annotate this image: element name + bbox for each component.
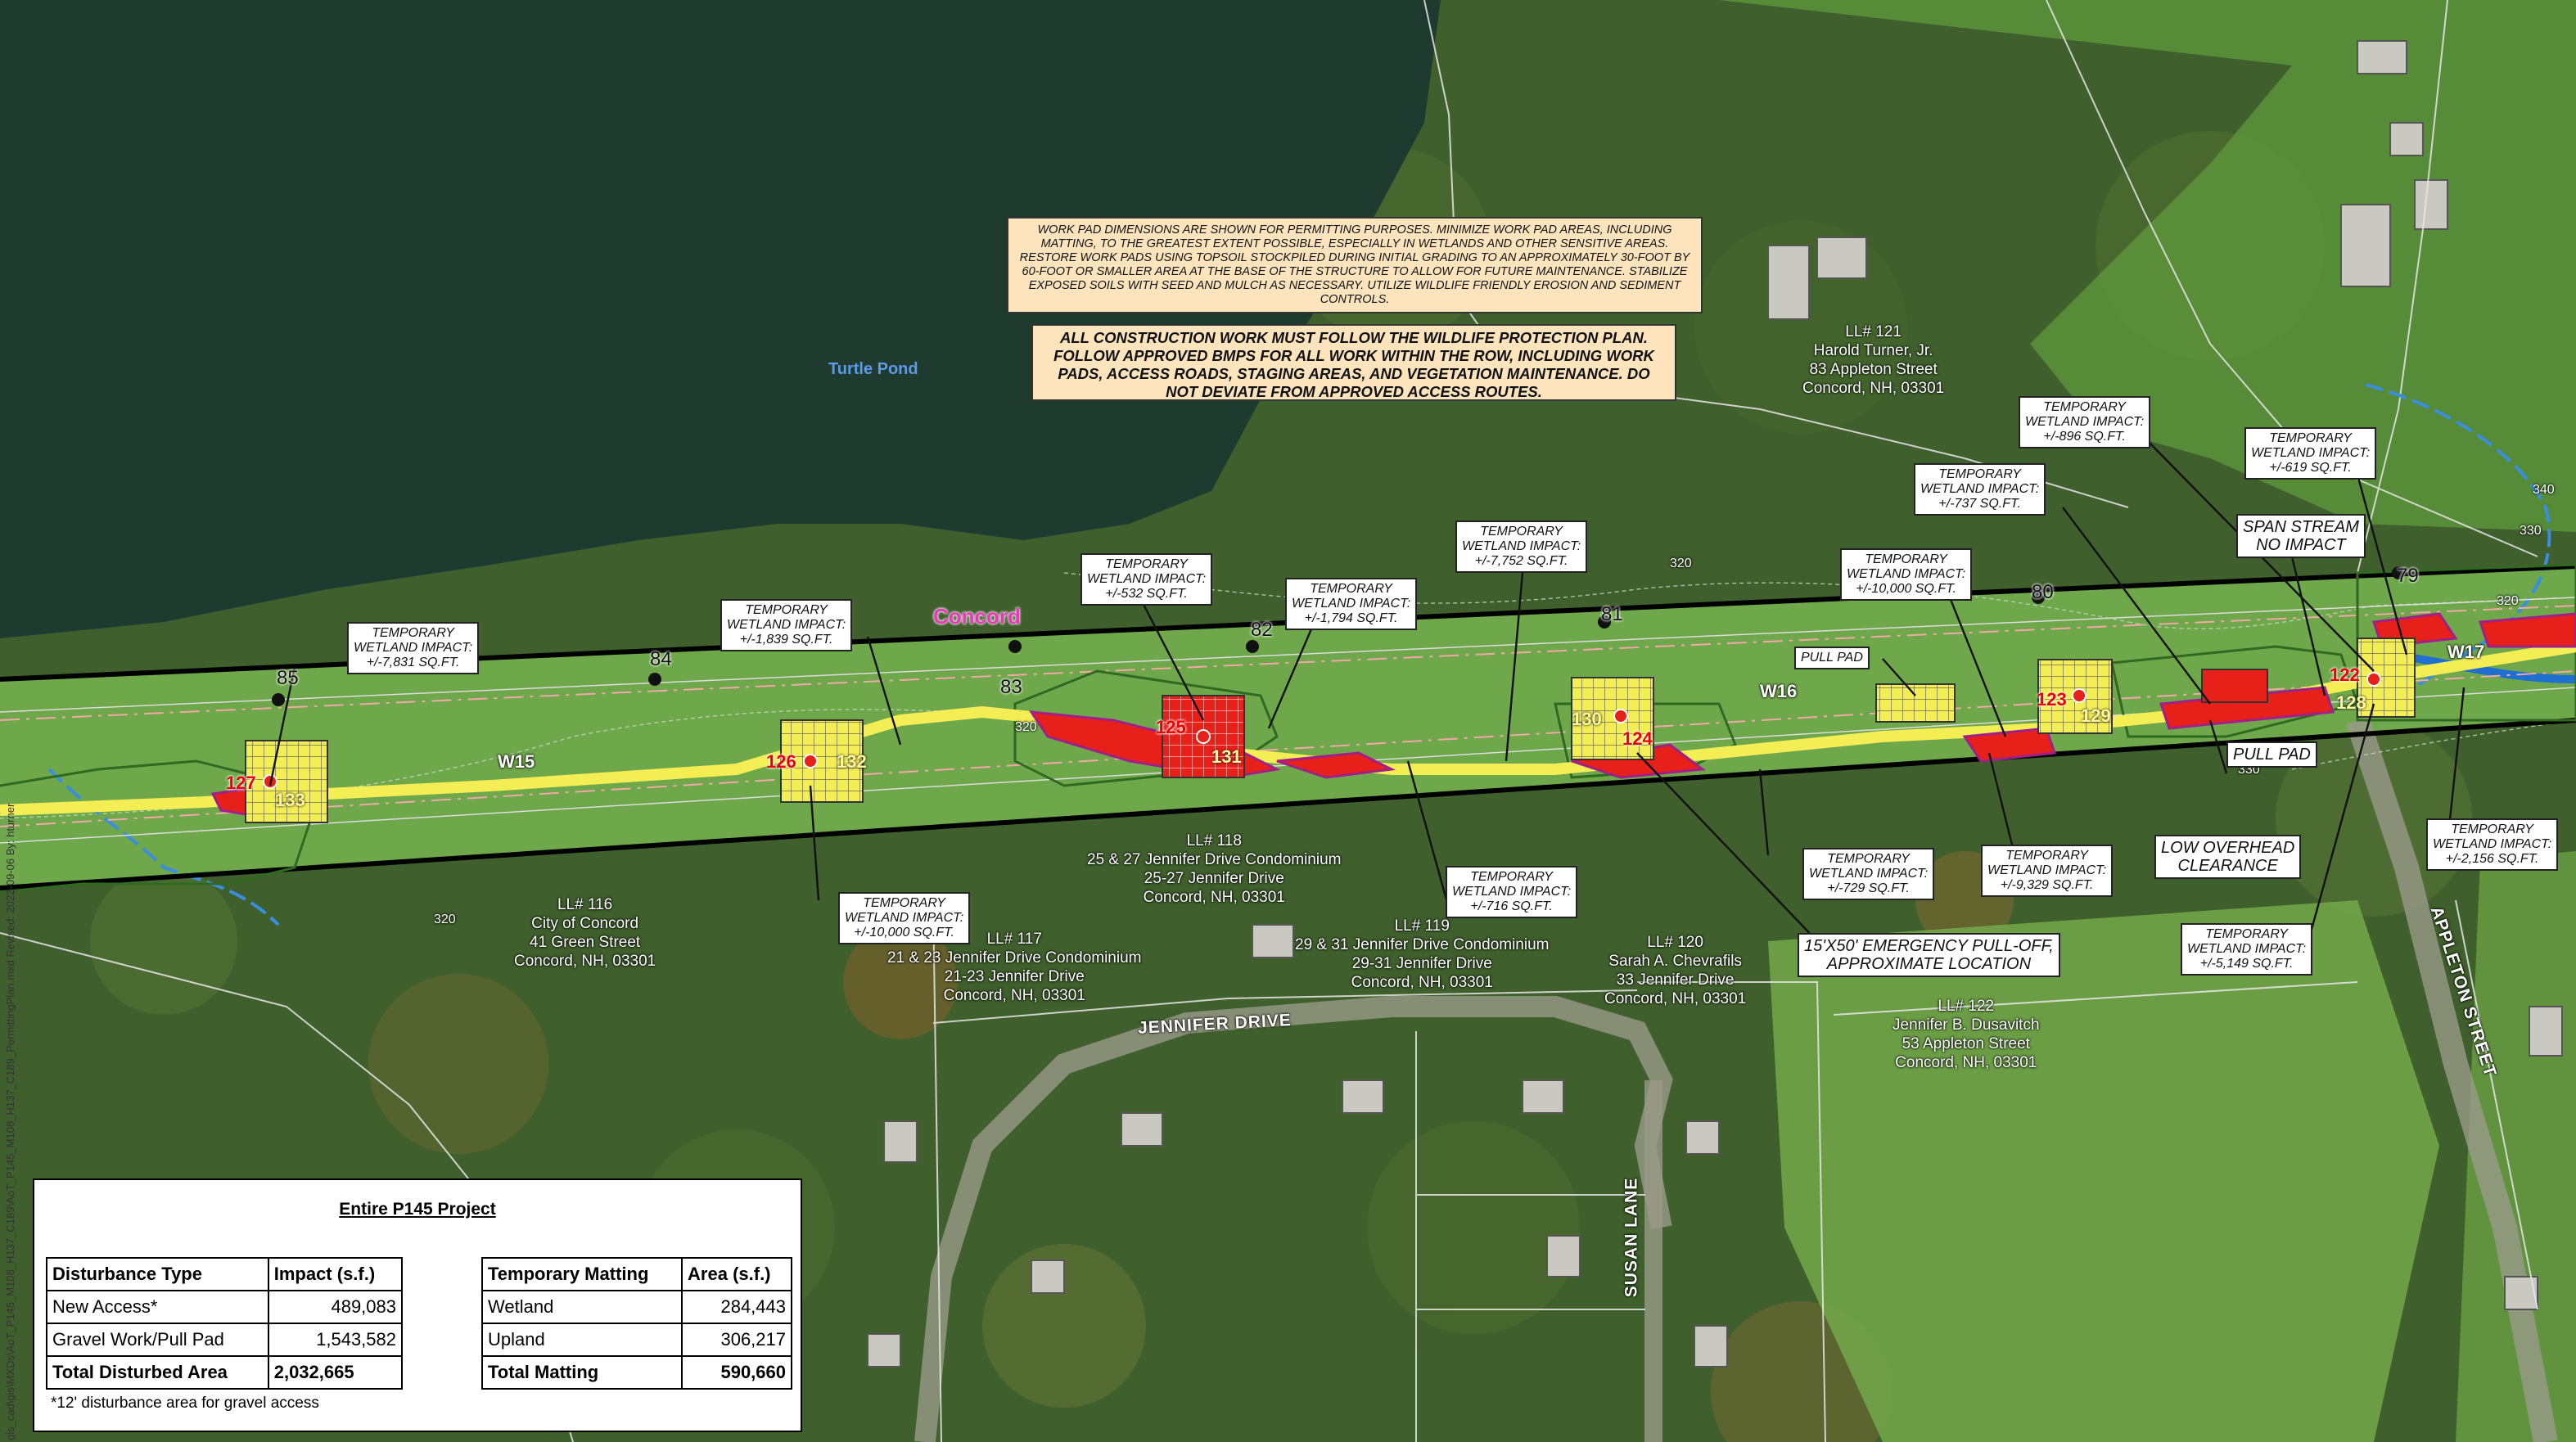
structure-85: 85 [277,667,299,689]
wetland-impact-callout: TEMPORARY WETLAND IMPACT: +/-737 SQ.FT. [1914,463,2046,516]
parcel-label-119: LL# 119 29 & 31 Jennifer Drive Condomini… [1295,917,1550,991]
pole-125: 125 [1156,717,1186,737]
contour-label: 320 [434,913,456,926]
parcel-label-121: LL# 121 Harold Turner, Jr. 83 Appleton S… [1802,323,1945,397]
susan-lane-label: SUSAN LANE [1622,1177,1641,1298]
structure-79: 79 [2397,565,2419,587]
table-total-row: Total Matting 590,660 [480,1355,792,1390]
pull-pad-callout: PULL PAD [1794,647,1870,669]
wetland-impact-callout: TEMPORARY WETLAND IMPACT: +/-619 SQ.FT. [2244,427,2377,480]
impact-area-6 [2159,686,2335,730]
contour-label: 320 [1015,720,1037,734]
impact-area-8 [2478,612,2576,648]
wetland-impact-callout: TEMPORARY WETLAND IMPACT: +/-5,149 SQ.FT… [2181,923,2313,976]
pole-127: 127 [226,773,256,793]
field-upper [1719,0,2576,532]
pull-pad-2 [2201,669,2268,703]
pole-122: 122 [2330,665,2360,685]
wetland-impact-callout: TEMPORARY WETLAND IMPACT: +/-896 SQ.FT. [2019,396,2151,448]
table-total-row: Total Disturbed Area 2,032,665 [46,1355,404,1390]
work-pad-126 [780,719,864,803]
wetland-impact-callout: TEMPORARY WETLAND IMPACT: +/-532 SQ.FT. [1080,553,1213,606]
wetland-w15-label: W15 [498,751,535,772]
work-pad-note: WORK PAD DIMENSIONS ARE SHOWN FOR PERMIT… [1007,217,1703,313]
work-pad-130 [1571,677,1654,760]
wetland-impact-callout: TEMPORARY WETLAND IMPACT: +/-1,839 SQ.FT… [720,599,853,651]
wetland-impact-callout: TEMPORARY WETLAND IMPACT: +/-7,752 SQ.FT… [1455,520,1588,573]
pole-123: 123 [2037,689,2067,710]
town-label: Concord [933,604,1021,629]
parcel-label-118: LL# 118 25 & 27 Jennifer Drive Condomini… [1087,832,1342,906]
contour-label: 320 [1670,557,1692,570]
structure-82: 82 [1251,619,1273,641]
wetland-impact-callout: TEMPORARY WETLAND IMPACT: +/-10,000 SQ.F… [838,892,971,944]
structure-83: 83 [1000,676,1022,698]
contour-label: 320 [2497,594,2519,608]
project-summary-panel: Entire P145 Project Disturbance Type Imp… [33,1178,802,1432]
disturbance-table: Disturbance Type Impact (s.f.) New Acces… [46,1257,404,1390]
wetland-impact-callout: TEMPORARY WETLAND IMPACT: +/-7,831 SQ.FT… [347,622,480,674]
file-path-sidebar: gis_cad\gis\MXDs\AoT_P145_M108_H137_C189… [4,803,16,1440]
wetland-impact-callout: TEMPORARY WETLAND IMPACT: +/-1,794 SQ.FT… [1285,578,1418,630]
turtle-pond-label: Turtle Pond [828,360,918,378]
table-header: Area (s.f.) [681,1257,792,1291]
low-clearance-callout: LOW OVERHEAD CLEARANCE [2154,835,2302,879]
span-stream-callout: SPAN STREAM NO IMPACT [2236,514,2366,558]
impact-area-5 [1962,727,2057,763]
pole-128: 128 [2336,692,2366,713]
pole-124: 124 [1622,728,1653,749]
stream-east [2365,383,2551,705]
table-row: Upland 306,217 [480,1323,792,1357]
field-right [2456,851,2576,1442]
table-header: Impact (s.f.) [267,1257,404,1291]
pole-129: 129 [2081,705,2111,726]
wetland-impact-callout: TEMPORARY WETLAND IMPACT: +/-9,329 SQ.FT… [1981,845,2114,897]
parcel-label-122: LL# 122 Jennifer B. Dusavitch 53 Appleto… [1893,998,2040,1071]
work-pad-127 [245,740,328,823]
wetland-w16-label: W16 [1760,681,1798,701]
table-header: Temporary Matting [480,1257,683,1291]
wetland-impact-callout: TEMPORARY WETLAND IMPACT: +/-2,156 SQ.FT… [2426,818,2559,871]
table-row: Gravel Work/Pull Pad 1,543,582 [46,1323,404,1357]
field-lower [1768,900,2439,1442]
parcel-label-117: LL# 117 21 & 23 Jennifer Drive Condomini… [887,931,1142,1004]
contour-label: 340 [2533,483,2555,497]
pull-pad-callout: PULL PAD [2226,741,2317,768]
pull-pad-1 [1875,683,1956,723]
pole-132: 132 [837,751,867,772]
parcel-label-120: LL# 120 Sarah A. Chevrafils 33 Jennifer … [1604,934,1747,1007]
structure-84: 84 [650,648,672,670]
table-row: New Access* 489,083 [46,1290,404,1324]
impact-area-3 [1276,751,1396,779]
summary-title: Entire P145 Project [339,1200,496,1219]
turtle-pond [0,0,1441,638]
row-boundary-south [0,718,2576,890]
right-of-way [0,566,2576,888]
pole-126: 126 [766,751,796,772]
wildlife-protection-note: ALL CONSTRUCTION WORK MUST FOLLOW THE WI… [1031,324,1676,401]
structure-80: 80 [2032,581,2054,603]
pole-131: 131 [1211,746,1242,767]
wetland-impact-callout: TEMPORARY WETLAND IMPACT: +/-10,000 SQ.F… [1840,548,1973,601]
wetland-w17-label: W17 [2447,642,2485,662]
emergency-pull-off-callout: 15'X50' EMERGENCY PULL-OFF, APPROXIMATE … [1798,933,2060,977]
pole-130: 130 [1572,709,1602,729]
table-header: Disturbance Type [46,1257,269,1291]
parcel-label-116: LL# 116 City of Concord 41 Green Street … [514,896,656,970]
matting-table: Temporary Matting Area (s.f.) Wetland 28… [480,1257,792,1390]
wetland-impact-callout: TEMPORARY WETLAND IMPACT: +/-716 SQ.FT. [1446,866,1578,918]
pole-133: 133 [275,790,305,810]
structure-81: 81 [1601,603,1623,625]
summary-footnote: *12' disturbance area for gravel access [51,1395,319,1412]
contour-label: 330 [2520,524,2542,538]
table-row: Wetland 284,443 [480,1290,792,1324]
wetland-impact-callout: TEMPORARY WETLAND IMPACT: +/-729 SQ.FT. [1802,848,1935,900]
